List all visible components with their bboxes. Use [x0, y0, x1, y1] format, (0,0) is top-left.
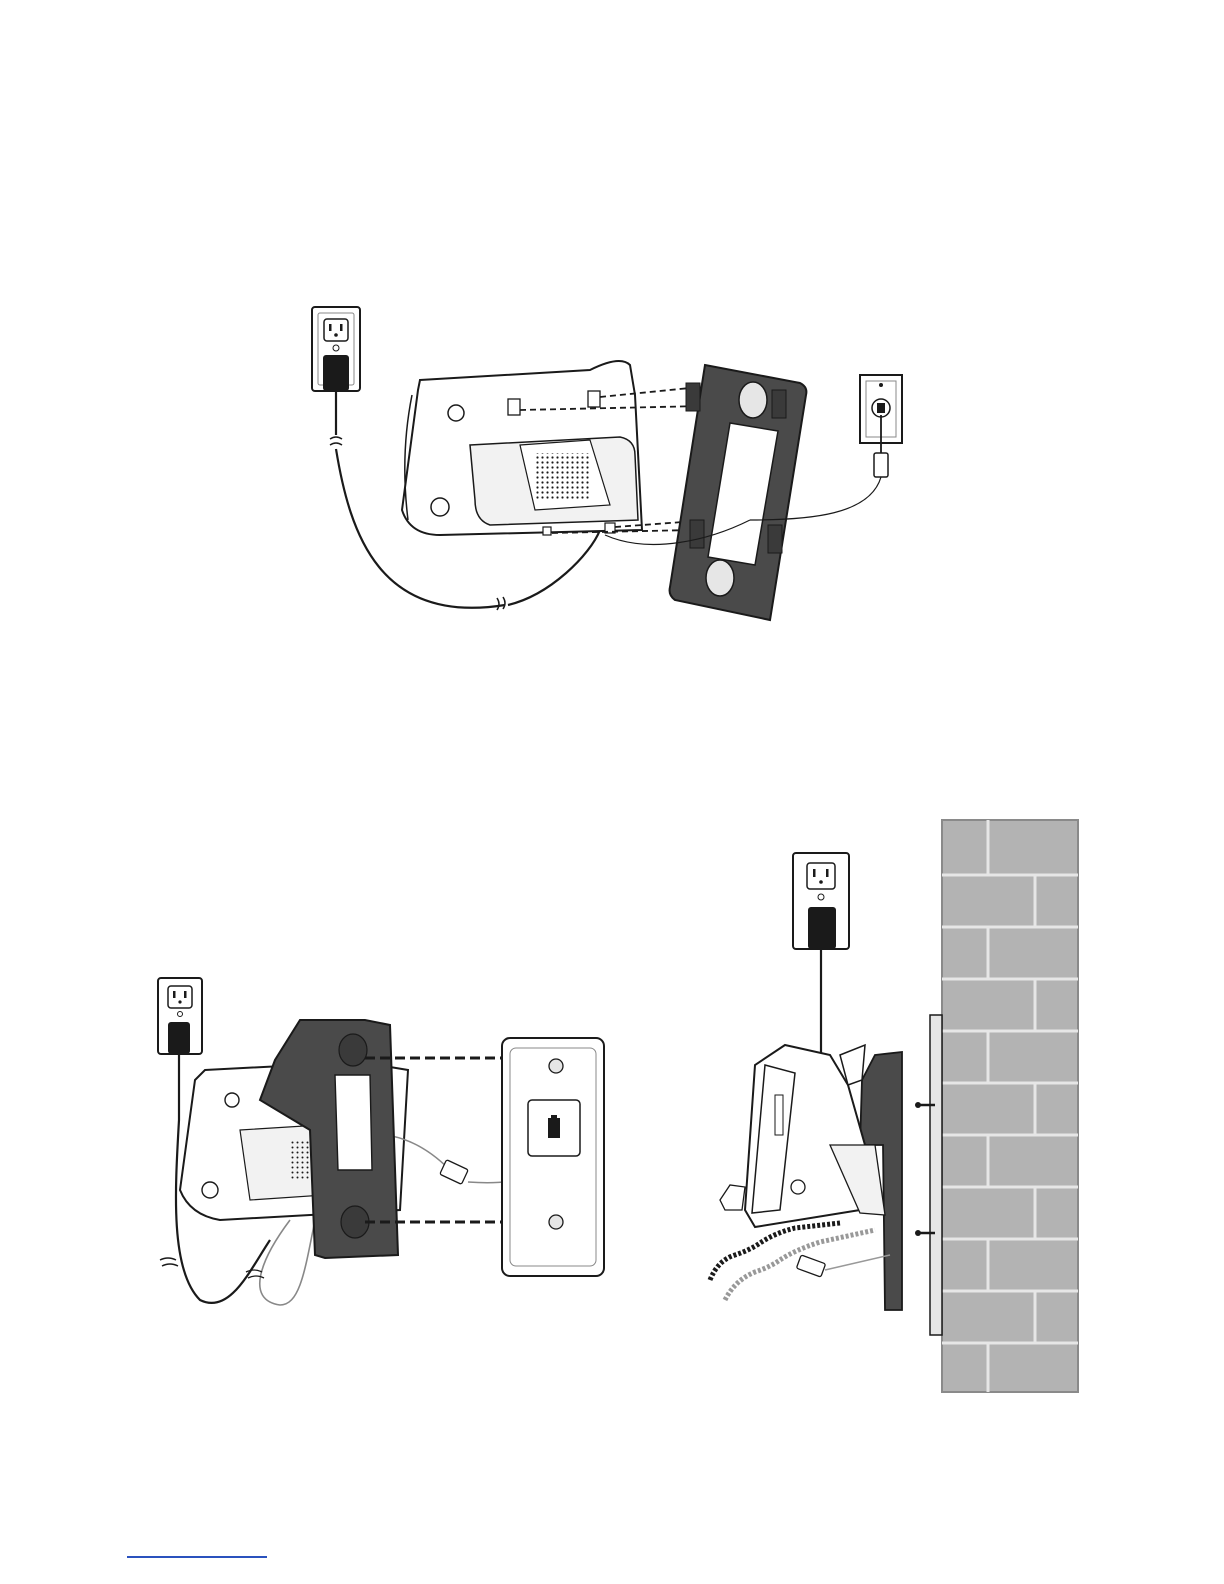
- bottom-right-mounted-diagram: [690, 815, 1085, 1400]
- speaker-grille: [535, 453, 590, 501]
- brick-wall-icon: [942, 820, 1078, 1392]
- bottom-left-install-diagram: [150, 970, 620, 1320]
- footer-link-underline[interactable]: [127, 1556, 267, 1558]
- wall-plate-icon: [502, 1038, 604, 1276]
- top-install-diagram: [290, 295, 920, 645]
- mounted-telephone-icon: [720, 1045, 885, 1227]
- coiled-cord-icon: [710, 1223, 890, 1300]
- power-adapter-icon: [808, 907, 836, 1060]
- telephone-base-icon: [402, 361, 642, 535]
- wall-mount-bracket-icon: [670, 365, 807, 620]
